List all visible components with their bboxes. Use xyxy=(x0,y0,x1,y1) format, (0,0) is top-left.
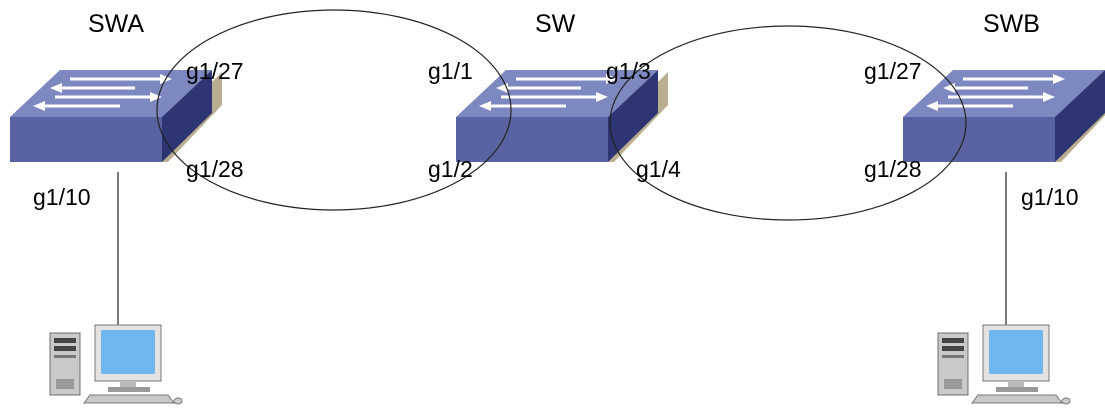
port-swb-g1-27: g1/27 xyxy=(864,58,922,84)
port-sw-g1-1: g1/1 xyxy=(428,58,473,84)
switch-sw-label: SW xyxy=(535,10,576,38)
switch-swb-icon xyxy=(901,68,1105,164)
port-swa-g1-27: g1/27 xyxy=(186,58,244,84)
switch-swb-label: SWB xyxy=(983,10,1040,38)
port-sw-g1-2: g1/2 xyxy=(428,156,473,182)
port-sw-g1-3: g1/3 xyxy=(606,58,651,84)
port-swa-g1-28: g1/28 xyxy=(186,156,244,182)
host-a-computer-icon xyxy=(49,324,183,405)
link-loop-sw-swb xyxy=(609,25,967,221)
port-sw-g1-4: g1/4 xyxy=(636,156,681,182)
switch-swa-label: SWA xyxy=(88,10,144,38)
port-swb-g1-10: g1/10 xyxy=(1021,184,1079,210)
port-swa-g1-10: g1/10 xyxy=(33,184,91,210)
port-swb-g1-28: g1/28 xyxy=(864,156,922,182)
link-loop-swa-sw xyxy=(156,9,512,211)
host-b-computer-icon xyxy=(937,324,1071,405)
